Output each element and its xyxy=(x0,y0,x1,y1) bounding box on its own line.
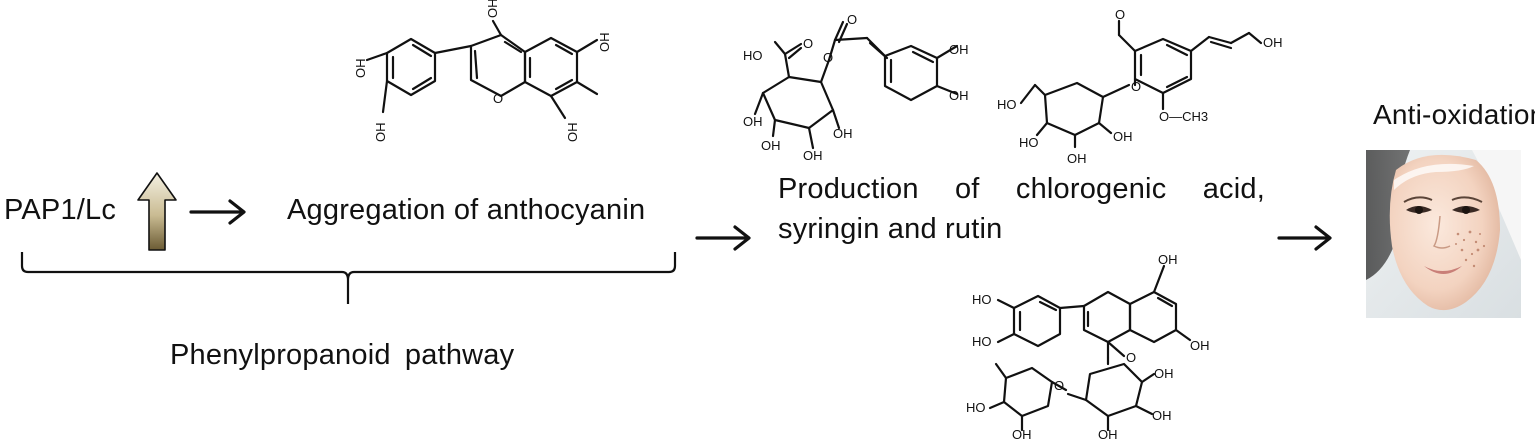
production-label-line2: syringin and rutin xyxy=(778,213,1003,245)
carbonyl-oxygen-label: O xyxy=(847,12,857,27)
methoxy-oxygen-label: O xyxy=(1115,7,1125,22)
phenylpropanoid-pathway-label: Phenylpropanoid pathway xyxy=(170,339,515,371)
right-arrow-icon xyxy=(695,225,751,251)
oh-label: HO xyxy=(972,292,992,307)
oh-label: OH xyxy=(485,0,500,18)
oh-label: OH xyxy=(1190,338,1210,353)
oh-label: HO xyxy=(1019,135,1039,150)
oh-label: HO xyxy=(972,334,992,349)
oh-label: OH xyxy=(949,42,969,57)
right-arrow-icon xyxy=(1277,225,1332,251)
oh-label: OH xyxy=(1154,366,1174,381)
oh-label: HO xyxy=(997,97,1017,112)
anti-oxidation-label: Anti-oxidation xyxy=(1373,99,1535,130)
pathway-brace xyxy=(20,252,677,304)
oh-label: OH xyxy=(1012,427,1032,439)
chlorogenic-word: chlorogenic xyxy=(1015,173,1167,205)
acid-word: acid, xyxy=(1202,173,1265,205)
acid-hydroxyl-label: HO xyxy=(743,48,763,63)
oh-label: OH xyxy=(1263,35,1283,50)
oh-label: OH xyxy=(1098,427,1118,439)
anthocyanin-aggregation-label: Aggregation of anthocyanin xyxy=(287,194,646,226)
oh-label: OH xyxy=(833,126,853,141)
ring-oxygen-label: O xyxy=(1131,79,1141,94)
syringin-structure: O OH O O—CH3 HO HO OH OH xyxy=(997,7,1283,166)
right-arrow-icon xyxy=(189,199,246,225)
acid-oxygen-label: O xyxy=(803,36,813,51)
up-arrow-icon xyxy=(137,172,177,251)
carbonyl-oxygen-label: O xyxy=(1126,350,1136,365)
oh-label: HO xyxy=(966,400,986,415)
methoxy-label: O—CH3 xyxy=(1159,109,1208,124)
of-word: of xyxy=(954,173,980,205)
glycosidic-oxygen-label: O xyxy=(1054,378,1064,393)
oh-label: OH xyxy=(1152,408,1172,423)
face-photo xyxy=(1366,150,1521,318)
ring-oxygen-label: O xyxy=(493,91,503,106)
oh-label: OH xyxy=(373,123,388,143)
anthocyanin-structure: OH OH OH OH OH O xyxy=(353,0,612,143)
oh-label: OH xyxy=(1158,252,1178,267)
oh-label: OH xyxy=(803,148,823,163)
ester-oxygen-label: O xyxy=(823,50,833,65)
oh-label: OH xyxy=(949,88,969,103)
production-label-line1: Production of chlorogenic acid, xyxy=(778,172,1265,206)
oh-label: OH xyxy=(743,114,763,129)
oh-label: OH xyxy=(1113,129,1133,144)
pap1-lc-label: PAP1/Lc xyxy=(4,194,117,226)
production-word: Production xyxy=(778,173,919,205)
oh-label: OH xyxy=(1067,151,1087,166)
oh-label: OH xyxy=(597,33,612,53)
oh-label: OH xyxy=(761,138,781,153)
oh-label: OH xyxy=(565,123,580,143)
oh-label: OH xyxy=(353,59,368,79)
rutin-structure: OH OH O HO HO OH OH OH HO OH O xyxy=(966,252,1210,439)
chlorogenic-acid-structure: O HO O O OH OH OH OH OH OH xyxy=(743,12,969,163)
